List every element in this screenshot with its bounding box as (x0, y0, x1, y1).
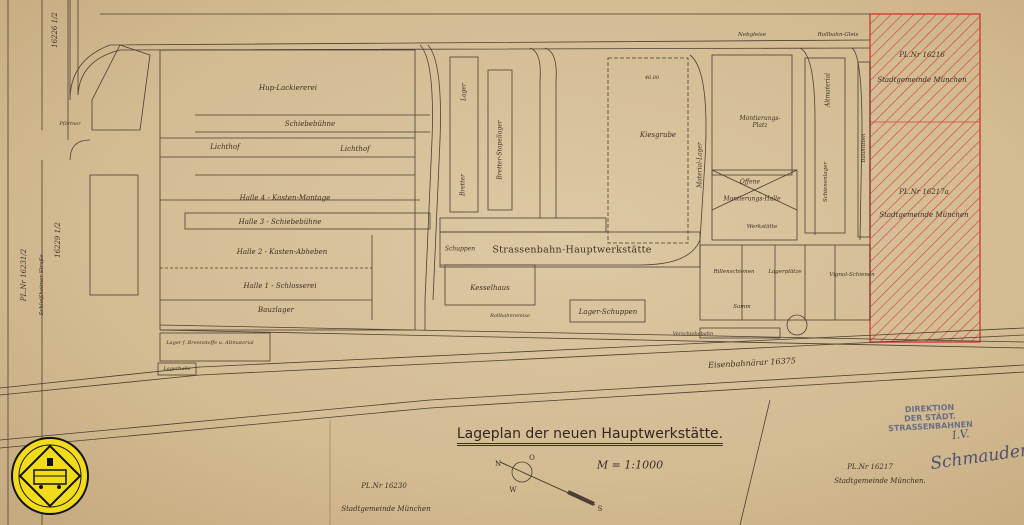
label-lager-brennstoffe: Lager f. Brennstoffe u. Altmaterial (166, 340, 254, 346)
parcel-16216-hatched (869, 13, 981, 343)
label-lichthof-1: Lichthof (210, 143, 240, 151)
label-schienenlager: Schienenlager (823, 161, 829, 203)
label-rollbahngleis: Rollbahn-Gleis (817, 32, 859, 38)
label-halle-2: Halle 2 - Kasten-Abheben (236, 248, 328, 256)
parcel-16217a-owner: Stadtgemeinde München (879, 211, 969, 219)
label-werkstaette: Werkstätte (746, 224, 778, 230)
tram-icon (33, 469, 67, 485)
label-street: Schleißheimer Straße (39, 254, 45, 316)
label-lager-schuppen: Lager-Schuppen (578, 308, 638, 316)
label-lagerplaetze: Lagerplätze (768, 269, 802, 275)
label-schiebebuehne: Schiebebühne (284, 120, 336, 128)
label-dimension: 46.00 (644, 75, 660, 81)
compass-n: N (494, 460, 502, 468)
label-vignol-schienen: Vignol-Schienen (829, 272, 875, 278)
compass-o: O (529, 454, 535, 462)
parcel-16230-owner: Stadtgemeinde München (341, 505, 431, 513)
label-halle-4: Halle 4 - Kasten-Montage (239, 194, 331, 202)
parcel-left-2: 16229 1/2 (54, 222, 62, 258)
label-offene: Offene (739, 178, 761, 186)
parcel-16217a-number: PL.Nr 16217a (899, 188, 949, 196)
plan-title: Lageplan der neuen Hauptwerkstätte. (456, 426, 724, 446)
label-montierungsplatz: Montierungs-Platz (739, 115, 781, 129)
label-halle-3: Halle 3 - Schiebebühne (238, 218, 322, 226)
tram-club-logo (11, 437, 89, 515)
parcel-16230-number: PL.Nr 16230 (361, 482, 407, 490)
label-altmaterial: Altmaterial (824, 72, 832, 108)
label-schuppen: Schuppen (444, 245, 476, 253)
label-lichthof-2: Lichthof (340, 145, 370, 153)
parcel-left-3: 16226 1/2 (51, 12, 59, 48)
compass-w: W (509, 486, 517, 494)
label-montierungshalle: Montierungs-Halle (723, 195, 781, 203)
label-samm: Samm (733, 304, 751, 310)
label-nebengleise: Nebgleise (738, 32, 766, 38)
label-kiesgrube: Kiesgrube (639, 131, 677, 139)
stamp-iv: I.V. (951, 426, 971, 443)
compass-s: S (597, 505, 603, 513)
label-bretter: Bretter (459, 173, 467, 197)
label-lager: Lager (460, 83, 468, 101)
label-lagerhalle: Lagerhalle (163, 366, 191, 372)
label-bauzlager: Bauzlager (258, 306, 294, 314)
label-rollbahnremise: Rollbahnremise (490, 313, 530, 319)
label-verschiebebahn: Verschiebebahn (672, 331, 714, 337)
scale-label: M = 1:1000 (596, 458, 664, 472)
parcel-16217-number: PL.Nr 16217 (847, 463, 893, 471)
label-kesselhaus: Kesselhaus (470, 284, 510, 292)
parcel-16216-number: PL.Nr 16216 (899, 51, 945, 59)
label-halle-1: Halle 1 - Schlosserei (243, 282, 317, 290)
label-rillenschienen: Rillenschienen (713, 269, 755, 275)
label-hauptwerkstaette: Strassenbahn-Hauptwerkstätte (492, 244, 652, 256)
parcel-left-1: PL.Nr 16231/2 (20, 248, 28, 302)
parcel-16217-owner: Stadtgemeinde München. (834, 477, 926, 485)
label-material-lager: Material-Lager (696, 142, 704, 188)
parcel-16216-owner: Stadtgemeinde München (877, 76, 967, 84)
label-bretter-stapellager: Bretter-Stapellager (496, 120, 504, 180)
label-lackiererei: Hup-Lackiererei (258, 84, 318, 92)
label-pfoertner: Pförtner (59, 121, 81, 127)
label-bauhuetten: Bauhütten (861, 133, 867, 163)
